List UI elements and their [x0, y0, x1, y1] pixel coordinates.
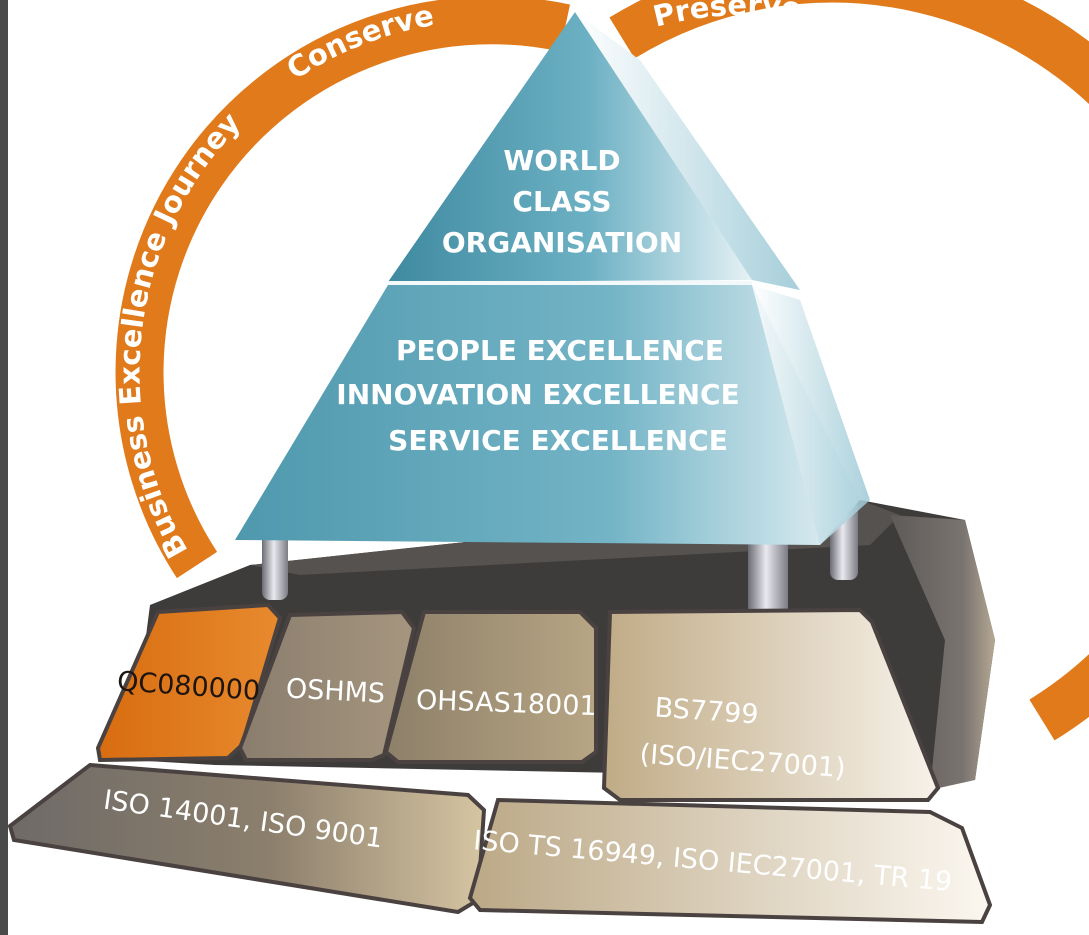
- left-edge-strip: [0, 0, 8, 935]
- apex-line-2: CLASS: [512, 185, 611, 218]
- orange-arc-left: [115, 0, 570, 579]
- middle-line-1: PEOPLE EXCELLENCE: [396, 334, 724, 367]
- bs7799-line-1: BS7799: [654, 692, 760, 730]
- iso-ts16949-box: [467, 797, 993, 925]
- iso14001-box: [7, 762, 487, 915]
- pyramid-apex-side: [575, 12, 800, 290]
- ohsas18001-label: OHSAS18001: [415, 685, 597, 722]
- apex-line-3: ORGANISATION: [442, 226, 682, 259]
- middle-line-3: SERVICE EXCELLENCE: [388, 424, 728, 457]
- oshms-box: [237, 609, 417, 762]
- apex-line-1: WORLD: [503, 144, 620, 177]
- base-frame-right: [890, 515, 995, 790]
- pyramid-middle-side: [752, 285, 870, 545]
- middle-line-2: INNOVATION EXCELLENCE: [336, 378, 739, 411]
- pyramid-apex: [388, 12, 752, 282]
- bs7799-box: [601, 607, 941, 802]
- ohsas18001-box: [383, 610, 598, 764]
- arc-label-sustainability: Sustainability: [1047, 321, 1089, 554]
- oshms-label: OSHMS: [285, 673, 386, 709]
- pyramid-middle-tier: [235, 285, 860, 545]
- qc080000-box: [95, 602, 283, 763]
